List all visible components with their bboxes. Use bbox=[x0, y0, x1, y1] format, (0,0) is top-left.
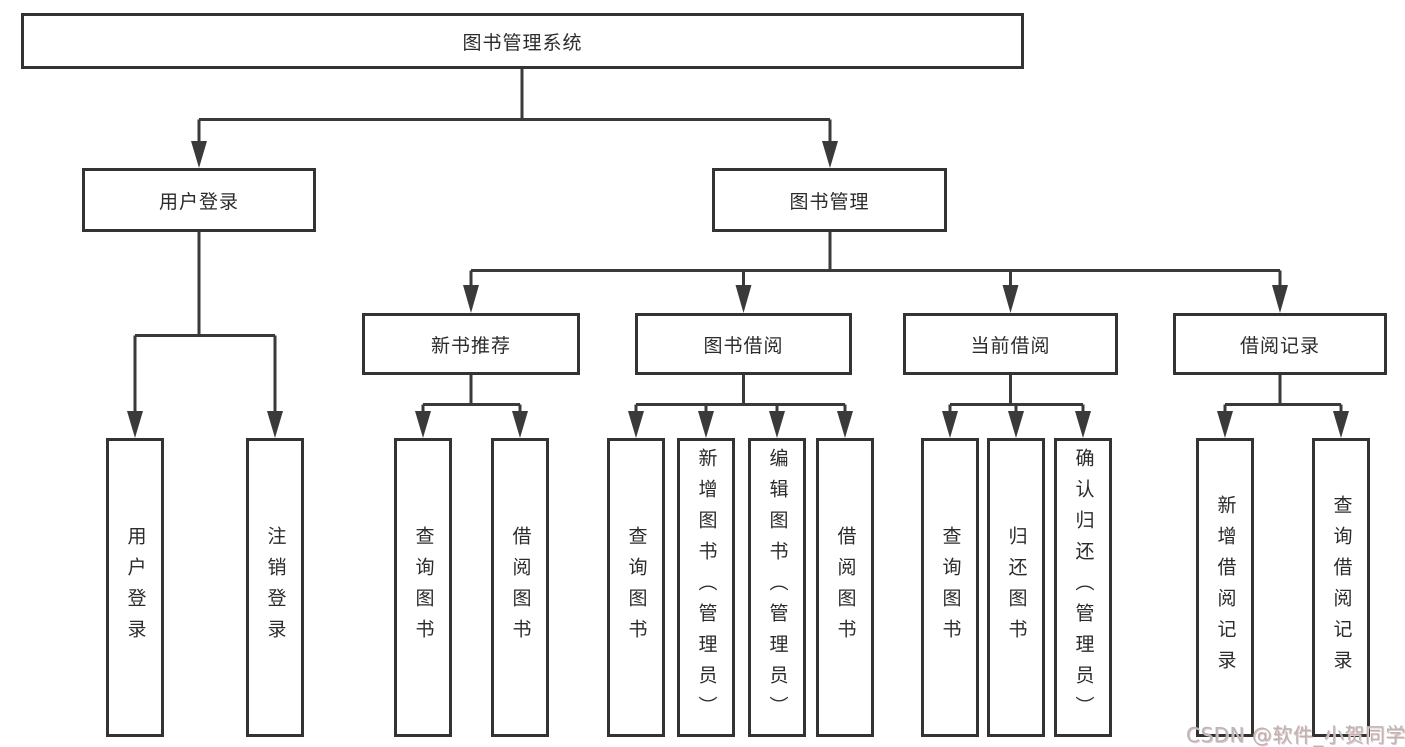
arrowhead-down-icon bbox=[127, 411, 283, 438]
connector-root-to-level2 bbox=[191, 69, 838, 168]
connector-book-manage-to-level3 bbox=[463, 232, 1288, 313]
connector-current-borrow-to-leaves bbox=[942, 375, 1091, 438]
leaf-borrow-query-book: 查询图书 bbox=[607, 438, 665, 737]
node-library-management-system: 图书管理系统 bbox=[21, 13, 1024, 69]
leaf-borrow-borrow-book: 借阅图书 bbox=[816, 438, 874, 737]
connector-borrow-record-to-leaves bbox=[1217, 375, 1349, 438]
node-current-borrow: 当前借阅 bbox=[903, 313, 1118, 375]
line bbox=[948, 375, 1085, 413]
arrowhead-down-icon bbox=[191, 141, 838, 168]
csdn-watermark: CSDN @软件_小贺同学 bbox=[1186, 723, 1405, 747]
arrowhead-down-icon bbox=[942, 411, 1091, 438]
node-book-borrow: 图书借阅 bbox=[635, 313, 852, 375]
connector-user-login-to-leaves bbox=[127, 232, 283, 438]
leaf-logout: 注销登录 bbox=[246, 438, 304, 737]
leaf-recommend-query-book: 查询图书 bbox=[394, 438, 452, 737]
leaf-current-query-book: 查询图书 bbox=[921, 438, 979, 737]
leaf-user-login: 用户登录 bbox=[106, 438, 164, 737]
line bbox=[197, 69, 832, 145]
leaf-current-return-book: 归还图书 bbox=[987, 438, 1045, 737]
leaf-borrow-add-book-admin: 新增图书（管理员） bbox=[677, 438, 735, 737]
arrowhead-down-icon bbox=[415, 411, 528, 438]
arrowhead-down-icon bbox=[463, 285, 1288, 313]
node-new-book-recommend: 新书推荐 bbox=[362, 313, 580, 375]
leaf-recommend-borrow-book: 借阅图书 bbox=[491, 438, 549, 737]
leaf-record-add-borrow-record: 新增借阅记录 bbox=[1196, 438, 1254, 737]
leaf-borrow-edit-book-admin: 编辑图书（管理员） bbox=[748, 438, 806, 737]
node-borrow-record: 借阅记录 bbox=[1173, 313, 1387, 375]
connector-recommend-to-leaves bbox=[415, 375, 528, 438]
line bbox=[421, 375, 522, 413]
arrowhead-down-icon bbox=[628, 411, 853, 438]
leaf-record-query-borrow-record: 查询借阅记录 bbox=[1312, 438, 1370, 737]
node-book-management: 图书管理 bbox=[712, 168, 947, 232]
node-user-login: 用户登录 bbox=[82, 168, 316, 232]
arrowhead-down-icon bbox=[1217, 411, 1349, 438]
line bbox=[133, 232, 277, 414]
connector-book-borrow-to-leaves bbox=[628, 375, 853, 438]
line bbox=[469, 232, 1282, 288]
line bbox=[634, 375, 847, 413]
leaf-current-confirm-return-admin: 确认归还（管理员） bbox=[1054, 438, 1112, 737]
line bbox=[1223, 375, 1343, 413]
